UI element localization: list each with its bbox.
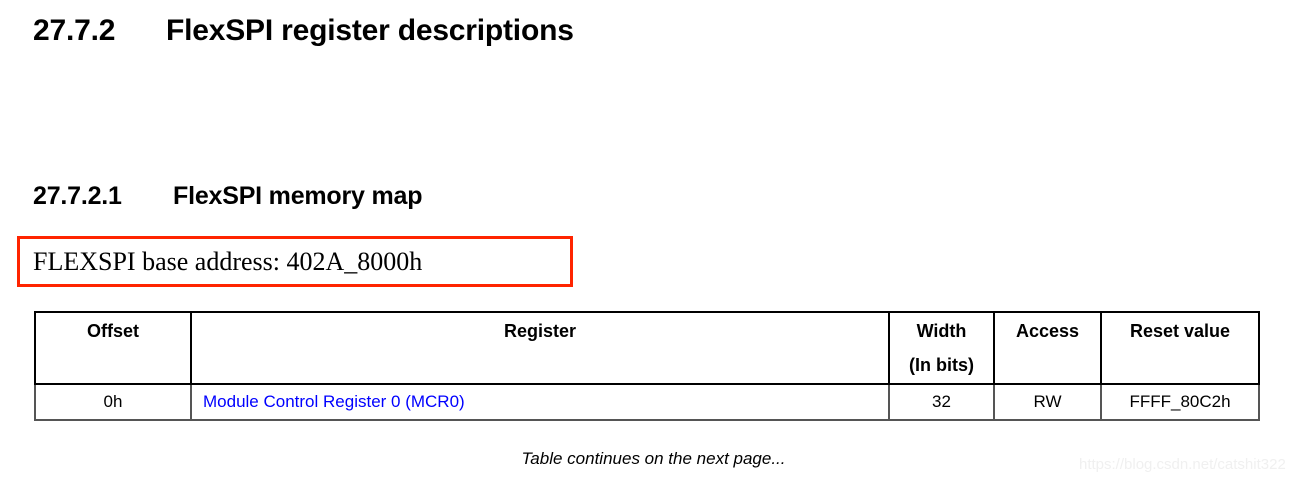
section-heading-title: FlexSPI register descriptions <box>166 14 574 47</box>
cell-register: Module Control Register 0 (MCR0) <box>190 384 890 421</box>
cell-access-value: RW <box>1033 392 1062 411</box>
section-heading: 27.7.2 FlexSPI register descriptions <box>33 14 574 48</box>
table-header-row: Offset Register Width (In bits) Access R… <box>34 311 1260 385</box>
column-header-reset-value-label: Reset value <box>1129 321 1231 341</box>
cell-width: 32 <box>888 384 995 421</box>
base-address-text: FLEXSPI base address: 402A_8000h <box>33 247 423 276</box>
column-header-width-label: Width <box>916 321 967 341</box>
table-continuation-caption: Table continues on the next page... <box>521 449 786 468</box>
column-header-offset-label: Offset <box>86 321 139 341</box>
subsection-heading: 27.7.2.1 FlexSPI memory map <box>33 182 422 211</box>
cell-reset-value: FFFF_80C2h <box>1100 384 1260 421</box>
section-heading-number: 27.7.2 <box>33 14 116 47</box>
column-header-register: Register <box>190 311 890 385</box>
table-row: 0h Module Control Register 0 (MCR0) 32 R… <box>34 384 1260 421</box>
cell-offset-value: 0h <box>103 392 123 411</box>
column-header-width: Width (In bits) <box>888 311 995 385</box>
column-header-register-label: Register <box>503 321 577 341</box>
column-header-access-label: Access <box>1015 321 1080 341</box>
column-header-width-sublabel: (In bits) <box>909 355 974 375</box>
column-header-offset: Offset <box>34 311 192 385</box>
base-address-highlight-box <box>17 236 573 287</box>
column-header-reset-value: Reset value <box>1100 311 1260 385</box>
column-header-access: Access <box>993 311 1102 385</box>
subsection-heading-title: FlexSPI memory map <box>173 182 423 210</box>
cell-access: RW <box>993 384 1102 421</box>
cell-width-value: 32 <box>932 392 951 411</box>
cell-reset-value-value: FFFF_80C2h <box>1129 392 1231 411</box>
register-memory-map-table: Offset Register Width (In bits) Access R… <box>34 311 1260 421</box>
subsection-heading-number: 27.7.2.1 <box>33 182 122 210</box>
watermark: https://blog.csdn.net/catshit322 <box>1079 456 1286 473</box>
register-link[interactable]: Module Control Register 0 (MCR0) <box>203 392 465 411</box>
cell-offset: 0h <box>34 384 192 421</box>
